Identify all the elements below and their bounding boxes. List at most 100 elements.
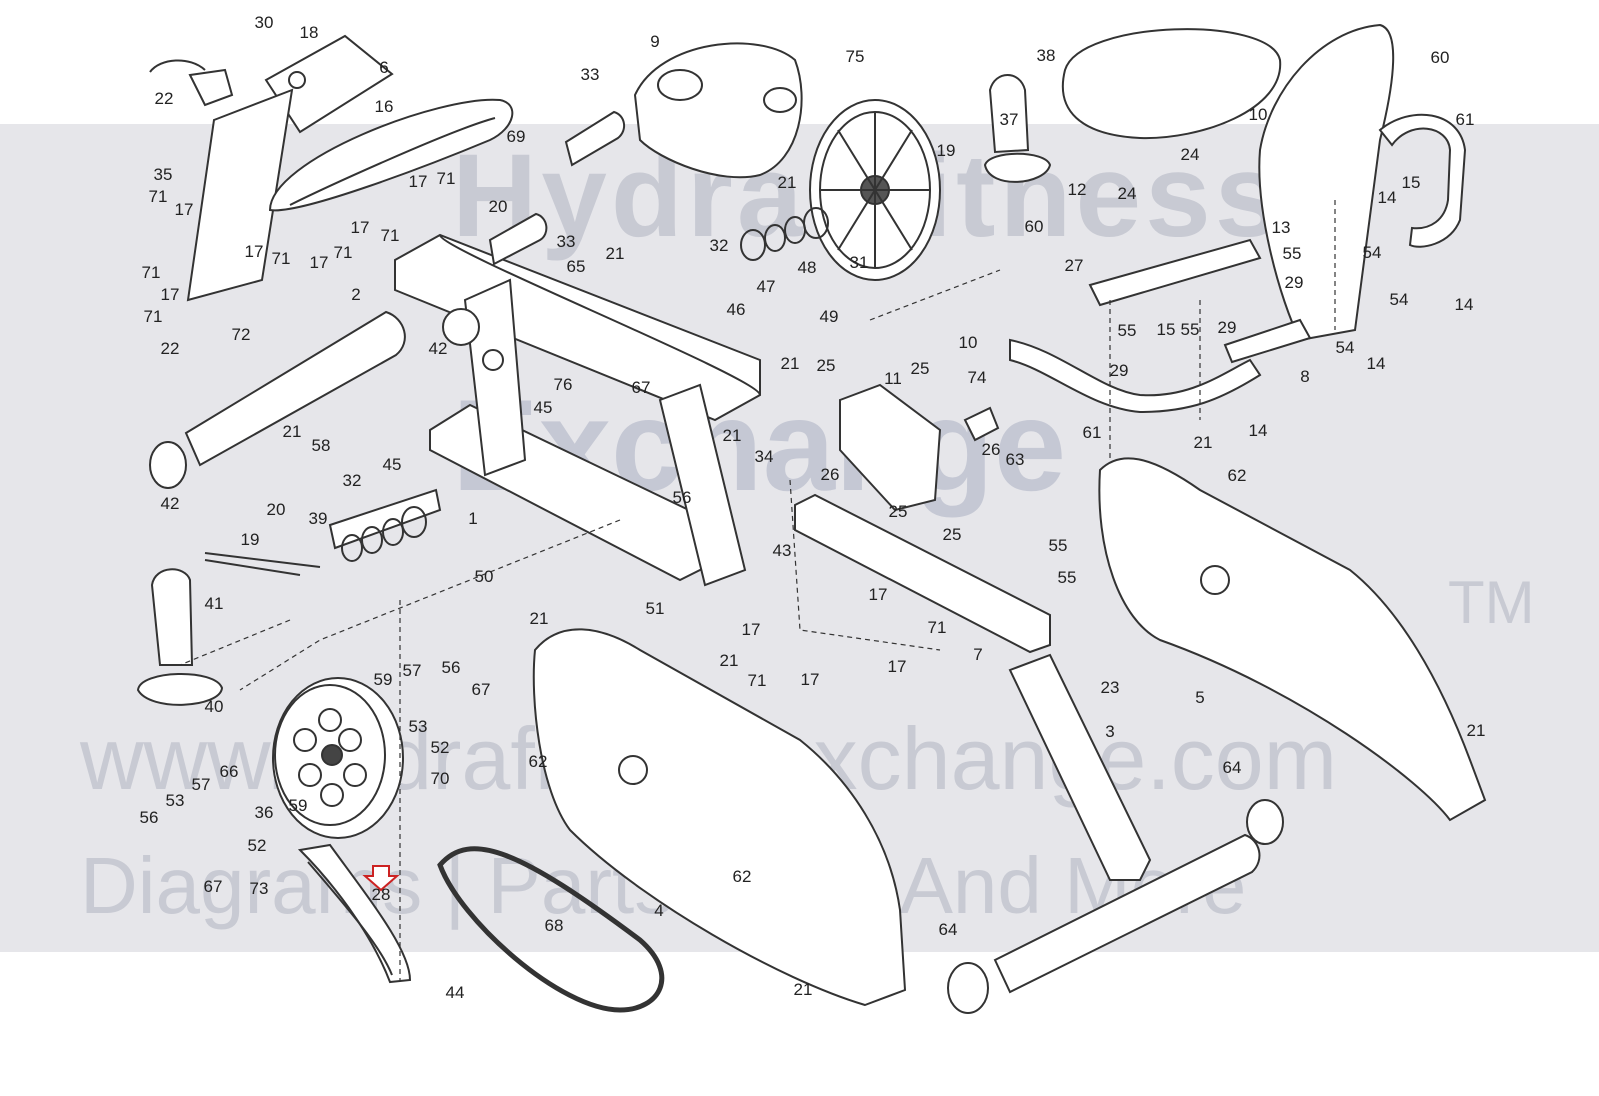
seat-rail-tube bbox=[1009, 318, 1312, 414]
part-callout-21: 21 bbox=[1467, 721, 1486, 740]
part-callout-52: 52 bbox=[248, 836, 267, 855]
pedal-left bbox=[136, 568, 224, 706]
part-callout-17: 17 bbox=[409, 172, 428, 191]
part-callout-17: 17 bbox=[161, 285, 180, 304]
part-callout-56: 56 bbox=[140, 808, 159, 827]
part-callout-7: 7 bbox=[973, 645, 982, 664]
part-callout-44: 44 bbox=[446, 983, 465, 1002]
part-callout-32: 32 bbox=[343, 471, 362, 490]
part-callout-72: 72 bbox=[232, 325, 251, 344]
part-callout-40: 40 bbox=[205, 697, 224, 716]
part-callout-33: 33 bbox=[557, 232, 576, 251]
part-callout-15: 15 bbox=[1402, 173, 1421, 192]
watermark-trademark: TM bbox=[1448, 569, 1535, 636]
part-callout-10: 10 bbox=[959, 333, 978, 352]
part-callout-17: 17 bbox=[801, 670, 820, 689]
part-callout-25: 25 bbox=[817, 356, 836, 375]
part-callout-14: 14 bbox=[1455, 295, 1474, 314]
rear-upright bbox=[1008, 653, 1152, 881]
part-callout-16: 16 bbox=[375, 97, 394, 116]
part-callout-36: 36 bbox=[255, 803, 274, 822]
part-callout-55: 55 bbox=[1181, 320, 1200, 339]
part-callout-55: 55 bbox=[1118, 321, 1137, 340]
part-callout-71: 71 bbox=[437, 169, 456, 188]
drive-pulley bbox=[272, 677, 404, 839]
seat-post-frame bbox=[794, 493, 1051, 654]
part-callout-17: 17 bbox=[351, 218, 370, 237]
part-callout-27: 27 bbox=[1065, 256, 1084, 275]
part-callout-29: 29 bbox=[1218, 318, 1237, 337]
part-callout-45: 45 bbox=[534, 398, 553, 417]
part-callout-19: 19 bbox=[937, 141, 956, 160]
part-callout-21: 21 bbox=[720, 651, 739, 670]
part-callout-71: 71 bbox=[928, 618, 947, 637]
part-callout-20: 20 bbox=[489, 197, 508, 216]
pedal-right bbox=[983, 74, 1052, 183]
part-callout-8: 8 bbox=[1300, 367, 1309, 386]
part-callout-29: 29 bbox=[1110, 361, 1129, 380]
crank-axle bbox=[204, 488, 442, 576]
part-callout-25: 25 bbox=[943, 525, 962, 544]
part-callout-45: 45 bbox=[383, 455, 402, 474]
part-callout-58: 58 bbox=[312, 436, 331, 455]
part-callout-54: 54 bbox=[1390, 290, 1409, 309]
grip-tubes bbox=[488, 110, 626, 266]
part-callout-54: 54 bbox=[1336, 338, 1355, 357]
part-callout-4: 4 bbox=[654, 901, 663, 920]
bearing-set-right bbox=[740, 207, 829, 261]
part-callout-18: 18 bbox=[300, 23, 319, 42]
part-callout-55: 55 bbox=[1283, 244, 1302, 263]
part-callout-47: 47 bbox=[757, 277, 776, 296]
part-callout-21: 21 bbox=[606, 244, 625, 263]
part-callout-61: 61 bbox=[1083, 423, 1102, 442]
drive-belt bbox=[437, 846, 665, 1013]
part-callout-55: 55 bbox=[1049, 536, 1068, 555]
part-callout-26: 26 bbox=[982, 440, 1001, 459]
part-callout-2: 2 bbox=[351, 285, 360, 304]
part-callout-71: 71 bbox=[381, 226, 400, 245]
seat-slider bbox=[839, 383, 942, 512]
left-shroud bbox=[532, 628, 907, 1007]
part-callout-33: 33 bbox=[581, 65, 600, 84]
part-callout-52: 52 bbox=[431, 738, 450, 757]
part-callout-14: 14 bbox=[1367, 354, 1386, 373]
part-callout-10: 10 bbox=[1249, 105, 1268, 124]
part-callout-71: 71 bbox=[272, 249, 291, 268]
part-callout-42: 42 bbox=[429, 339, 448, 358]
part-callout-67: 67 bbox=[632, 378, 651, 397]
part-callout-22: 22 bbox=[161, 339, 180, 358]
seat-handle-bar bbox=[1378, 113, 1467, 248]
upright-post-front bbox=[186, 88, 294, 302]
part-callout-34: 34 bbox=[755, 447, 774, 466]
part-callout-11: 11 bbox=[884, 369, 902, 388]
part-callout-66: 66 bbox=[220, 762, 239, 781]
rear-stabilizer-tube bbox=[149, 310, 406, 489]
part-callout-24: 24 bbox=[1118, 184, 1137, 203]
part-callout-17: 17 bbox=[310, 253, 329, 272]
part-callout-71: 71 bbox=[142, 263, 161, 282]
part-callout-23: 23 bbox=[1101, 678, 1120, 697]
part-callout-21: 21 bbox=[1194, 433, 1213, 452]
part-callout-9: 9 bbox=[650, 32, 659, 51]
part-callout-21: 21 bbox=[283, 422, 302, 441]
console-sensor bbox=[149, 59, 234, 107]
bearing-set-left bbox=[341, 506, 427, 562]
part-callout-35: 35 bbox=[154, 165, 173, 184]
part-callout-19: 19 bbox=[241, 530, 260, 549]
part-callout-13: 13 bbox=[1272, 218, 1291, 237]
part-callout-53: 53 bbox=[166, 791, 185, 810]
part-callout-26: 26 bbox=[821, 465, 840, 484]
part-callout-67: 67 bbox=[472, 680, 491, 699]
part-callout-71: 71 bbox=[334, 243, 353, 262]
part-callout-38: 38 bbox=[1037, 46, 1056, 65]
part-callout-55: 55 bbox=[1058, 568, 1077, 587]
part-callout-32: 32 bbox=[710, 236, 729, 255]
highlight-arrow bbox=[362, 865, 400, 892]
flywheel bbox=[809, 99, 941, 281]
part-callout-71: 71 bbox=[149, 187, 168, 206]
part-callout-15: 15 bbox=[1157, 320, 1176, 339]
part-callout-37: 37 bbox=[1000, 110, 1019, 129]
part-callout-25: 25 bbox=[889, 502, 908, 521]
